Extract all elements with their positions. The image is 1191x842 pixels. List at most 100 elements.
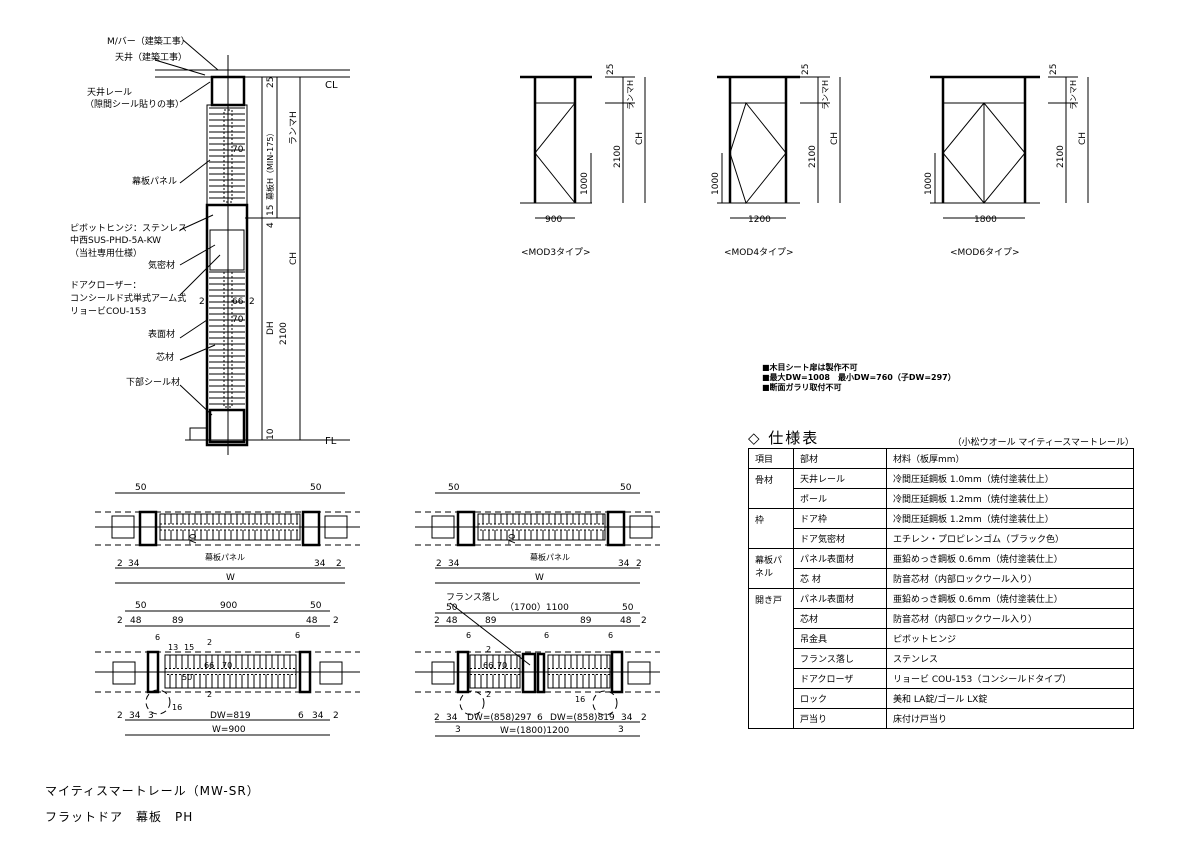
material-cell: 冷間圧延鋼板 1.2mm（焼付塗装仕上） bbox=[886, 488, 1134, 509]
dim-34: 34 bbox=[314, 559, 326, 569]
dim-ramma-h: ランマH bbox=[821, 80, 830, 110]
table-row: 吊金具ピボットヒンジ bbox=[749, 628, 1134, 649]
dim-25: 25 bbox=[801, 64, 811, 75]
dim-2: 2 bbox=[117, 616, 123, 626]
note: ■木目シート扉は製作不可 bbox=[762, 363, 858, 372]
dim-dh: DH bbox=[266, 321, 276, 335]
table-row: ポール冷間圧延鋼板 1.2mm（焼付塗装仕上） bbox=[749, 488, 1134, 509]
material-cell: 亜鉛めっき鋼板 0.6mm（焼付塗装仕上） bbox=[886, 548, 1134, 569]
group-cell: 枠 bbox=[748, 508, 794, 549]
dim-48: 48 bbox=[620, 616, 632, 626]
dim-3: 3 bbox=[455, 725, 461, 735]
column-header: 項目 bbox=[748, 448, 794, 469]
dim-34: 34 bbox=[128, 559, 140, 569]
dim-ch: CH bbox=[635, 132, 645, 145]
vertical-section: M/バー（建築工事） 天井（建築工事） 天井レール （隙間シール貼りの事） 幕板… bbox=[70, 35, 350, 455]
dim-ch: CH bbox=[1078, 132, 1088, 145]
dim-width: 1800 bbox=[974, 215, 997, 225]
dim-dw-child: DW=(858)297 bbox=[467, 713, 532, 723]
table-row: ドアクローザリョービ COU-153（コンシールドタイプ） bbox=[749, 668, 1134, 689]
dim-2: 2 bbox=[207, 638, 212, 647]
product-name: マイティスマートレール（MW-SR） bbox=[45, 784, 260, 798]
dim-34: 34 bbox=[312, 711, 324, 721]
label-flush-bolt: フランス落し bbox=[446, 591, 500, 603]
table-header-row: 項目 部材 材料（板厚mm） bbox=[748, 448, 1134, 469]
dim-50: 50 bbox=[622, 603, 634, 613]
dim-2: 2 bbox=[199, 297, 205, 307]
label-surface: 表面材 bbox=[148, 328, 175, 340]
label-closer-type: コンシールド式単式アーム式 bbox=[70, 292, 186, 304]
part-cell: ポール bbox=[793, 488, 887, 509]
elevation-caption: <MOD6タイプ> bbox=[950, 247, 1020, 258]
dim-70: 70 bbox=[232, 315, 244, 325]
dim-10: 10 bbox=[266, 428, 276, 440]
dim-34: 34 bbox=[448, 559, 460, 569]
dim-2: 2 bbox=[434, 616, 440, 626]
dim-89: 89 bbox=[172, 616, 184, 626]
dim-ch: CH bbox=[830, 132, 840, 145]
part-cell: 戸当り bbox=[793, 708, 887, 729]
dim-15: 15 bbox=[184, 643, 194, 652]
dim-width: 900 bbox=[545, 215, 562, 225]
table-row: 幕板パネルパネル表面材亜鉛めっき鋼板 0.6mm（焼付塗装仕上） bbox=[748, 548, 1134, 589]
dim-66: 66 bbox=[204, 661, 214, 670]
part-cell: 天井レール bbox=[793, 468, 887, 489]
table-row: 芯材防音芯材（内部ロックウール入り） bbox=[749, 608, 1134, 629]
table-row: 開き戸パネル表面材亜鉛めっき鋼板 0.6mm（焼付塗装仕上） bbox=[748, 588, 1134, 729]
dim-70: 70 bbox=[189, 533, 199, 545]
dim-6: 6 bbox=[537, 713, 543, 723]
dim-6: 6 bbox=[544, 631, 549, 640]
dim-6: 6 bbox=[608, 631, 613, 640]
group-cell: 幕板パネル bbox=[748, 548, 794, 589]
dim-2100: 2100 bbox=[613, 145, 623, 168]
dim-66: 66 bbox=[232, 297, 244, 307]
dim-2: 2 bbox=[207, 690, 212, 699]
dim-66: 66 bbox=[483, 661, 493, 670]
label-ceiling: 天井（建築工事） bbox=[115, 51, 187, 63]
dim-2: 2 bbox=[249, 297, 255, 307]
dim-2: 2 bbox=[636, 559, 642, 569]
dim-2: 2 bbox=[434, 713, 440, 723]
dim-ramma-h: ランマH bbox=[1069, 80, 1078, 110]
material-cell: エチレン・プロピレンゴム（ブラック色） bbox=[886, 528, 1134, 549]
table-row: 枠ドア枠冷間圧延鋼板 1.2mm（焼付塗装仕上） bbox=[748, 508, 1134, 549]
part-cell: 芯 材 bbox=[793, 568, 887, 589]
spec-table: 項目 部材 材料（板厚mm） 骨材天井レール冷間圧延鋼板 1.0mm（焼付塗装仕… bbox=[748, 448, 1134, 729]
label-ceiling-rail: 天井レール bbox=[87, 86, 132, 98]
dim-3: 3 bbox=[148, 711, 154, 721]
cl-label: CL bbox=[325, 80, 338, 91]
dim-48: 48 bbox=[446, 616, 458, 626]
dim-89: 89 bbox=[485, 616, 497, 626]
dim-2: 2 bbox=[641, 713, 647, 723]
drawing-title-block: マイティスマートレール（MW-SR） フラットドア 幕板 PH bbox=[45, 778, 260, 830]
dim-25: 25 bbox=[606, 64, 616, 75]
dim-6: 6 bbox=[466, 631, 471, 640]
fl-label: FL bbox=[325, 436, 337, 447]
label-core: 芯材 bbox=[156, 351, 174, 363]
material-cell: 冷間圧延鋼板 1.2mm（焼付塗装仕上） bbox=[886, 508, 1134, 529]
dim-4: 4 bbox=[266, 222, 276, 228]
dim-34: 34 bbox=[621, 713, 633, 723]
material-cell: ステンレス bbox=[886, 648, 1134, 669]
elevation-caption: <MOD4タイプ> bbox=[724, 247, 794, 258]
dim-16: 16 bbox=[575, 695, 585, 704]
label-closer-model: リョービCOU-153 bbox=[70, 306, 146, 317]
dim-50: 50 bbox=[620, 483, 632, 493]
label-panel: 幕板パネル bbox=[530, 552, 570, 562]
dim-ch: CH bbox=[289, 252, 299, 265]
table-row: フランス落しステンレス bbox=[749, 648, 1134, 669]
label-ceiling-rail-note: （隙間シール貼りの事） bbox=[85, 98, 184, 110]
group-cell: 骨材 bbox=[748, 468, 794, 509]
dim-48: 48 bbox=[130, 616, 142, 626]
dim-70: 70 bbox=[508, 533, 518, 545]
dim-2100: 2100 bbox=[279, 322, 289, 345]
part-cell: パネル表面材 bbox=[793, 588, 887, 609]
part-cell: ドア枠 bbox=[793, 508, 887, 529]
dim-34: 34 bbox=[618, 559, 630, 569]
label-pivot-hinge-model: 中西SUS-PHD-5A-KW bbox=[70, 234, 161, 246]
part-cell: フランス落し bbox=[793, 648, 887, 669]
dim-6: 6 bbox=[298, 711, 304, 721]
note: ■断面ガラリ取付不可 bbox=[762, 383, 842, 392]
